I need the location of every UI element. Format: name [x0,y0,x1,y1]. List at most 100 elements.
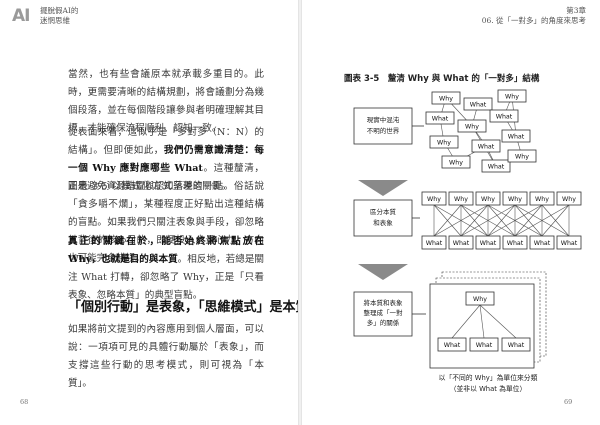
nn-why-3: Why [502,191,528,206]
nn-link-3-1 [460,204,516,237]
chaos-node-3-box [425,111,455,125]
chaos-node-9: Why [441,155,471,169]
chaos-node-10: What [481,159,511,173]
stage1-label-line1: 現實中混沌 [367,115,400,124]
nn-what-2-text: What [480,240,497,247]
chaos-node-7: What [471,139,501,153]
chaos-node-6-text: Why [437,139,451,146]
tree-link-0 [451,304,481,339]
tree-why-box [465,291,495,306]
book-gutter [298,0,302,425]
paragraph-3: 圖表 3-5 以模式化方式呈現這一點。俗話說「貪多嚼不爛」，某種程度正好點出這種… [68,181,264,264]
chaos-node-0-box [431,91,461,105]
nn-what-2-box [475,235,501,250]
chaos-node-5: What [489,109,519,123]
chaos-node-9-text: Why [449,159,463,166]
chaos-node-5-box [489,109,519,123]
n-to-n-lines [433,204,570,237]
nn-what-4: What [529,235,555,250]
stage3-label-line2: 整理成「一對 [364,308,404,317]
chaos-node-10-box [481,159,511,173]
nn-why-1-text: Why [454,196,468,203]
chaos-node-6: Why [429,135,459,149]
nn-why-3-box [502,191,528,206]
nn-what-5: What [556,235,582,250]
chaos-node-7-text: What [478,143,495,150]
nn-link-5-4 [541,204,570,237]
chaos-node-8-box [501,129,531,143]
nn-why-5-text: Why [562,196,576,203]
chaos-node-2: Why [497,89,527,103]
paragraph-1: 當然，也有些會議原本就承載多重目的。此時，更需要清晰的結構規劃，將會議劃分為幾個… [68,69,264,134]
figure-title: 圖表 3-5 釐清 Why 與 What 的「一對多」結構 [344,74,540,84]
stage2-label-line2: 和表象 [373,218,393,227]
nn-link-1-0 [433,204,462,237]
nn-why-5: Why [556,191,582,206]
chaos-node-6-box [429,135,459,149]
page-number-right: 69 [564,398,573,406]
tree-what-2-box [501,337,531,352]
nn-link-4-2 [487,204,543,237]
nn-why-0-box [421,191,447,206]
nn-why-1: Why [448,191,474,206]
nn-what-5-text: What [561,240,578,247]
chaos-node-9-box [441,155,471,169]
chaos-node-4-text: Why [465,123,479,130]
nn-link-5-3 [514,204,570,237]
tree-what-0-box [437,337,467,352]
chaos-node-3: What [425,111,455,125]
nn-why-0: Why [421,191,447,206]
nn-what-5-box [556,235,582,250]
tree-why-text: Why [473,296,487,303]
chaos-node-2-box [497,89,527,103]
nn-why-2: Why [475,191,501,206]
stage2-label-line1: 區分本質 [370,207,397,216]
paragraph-2: 從表面來看，這似乎是「多對多（N：N）的結構」。但即便如此，我們仍需意識清楚：每… [68,124,264,196]
chaos-node-10-text: What [488,163,505,170]
nn-why-4: Why [529,191,555,206]
book-title-line2: 迷惘思維 [40,16,70,25]
nn-why-4-box [529,191,555,206]
paragraph-4: 真正的關鍵在於，能否始終將焦點放在 Why，也就是目的與本質。相反地，若總是關注… [68,233,264,305]
chaos-node-1: What [463,97,493,111]
paragraph-5: 如果將前文提到的內容應用到個人層面，可以說：一項項可見的具體行動屬於「表象」，而… [68,324,264,389]
page-number-left: 68 [20,398,29,406]
nn-what-3-text: What [507,240,524,247]
chapter-section: 06. 從「一對多」的角度來思考 [481,16,586,25]
stage1-label-box [353,107,413,145]
stage3-label-box [353,291,413,337]
paragraph-4-emphasis: 真正的關鍵在於，能否始終將焦點放在 Why，也就是目的與本質 [68,236,264,265]
tree-what-1-text: What [476,342,493,349]
chaos-node-8-text: What [508,133,525,140]
why-what-figure: 現實中混沌 不明的世界 WhyWhatWhyWhatWhyWhatWhyWhat… [353,89,582,393]
paragraph-2-emphasis: 我們仍需意識清楚：每一個 Why 應對應哪些 What [68,145,265,174]
chaos-node-0-text: Why [439,95,453,102]
chapter-number: 第3章 [566,6,586,15]
nn-why-2-box [475,191,501,206]
chaos-node-0: Why [431,91,461,105]
tree-why: Why [465,291,495,306]
tree-what-2-text: What [508,342,525,349]
nn-what-1-text: What [453,240,470,247]
chaos-node-5-text: What [496,113,513,120]
nn-link-4-3 [514,204,543,237]
nn-why-0-text: Why [427,196,441,203]
chaos-cloud: WhyWhatWhyWhatWhyWhatWhyWhatWhatWhyWhatW… [425,89,537,173]
nn-what-4-box [529,235,555,250]
chaos-node-4: Why [457,119,487,133]
tree-what-2: What [501,337,531,352]
nn-link-3-2 [487,204,516,237]
nn-what-4-text: What [534,240,551,247]
chaos-node-3-text: What [432,115,449,122]
figure-caption-line2: （並非以 What 為單位） [450,384,527,393]
chaos-boxes: WhyWhatWhyWhatWhyWhatWhyWhatWhatWhyWhatW… [425,89,537,173]
left-page: AI 擺脫假AI的 迷惘思維 當然，也有些會議原本就承載多重目的。此時，更需要清… [0,0,309,425]
nn-what-1: What [448,235,474,250]
tree-link-2 [479,304,517,339]
tree-link-1 [479,304,485,339]
nn-what-0: What [421,235,447,250]
nn-why-4-text: Why [535,196,549,203]
